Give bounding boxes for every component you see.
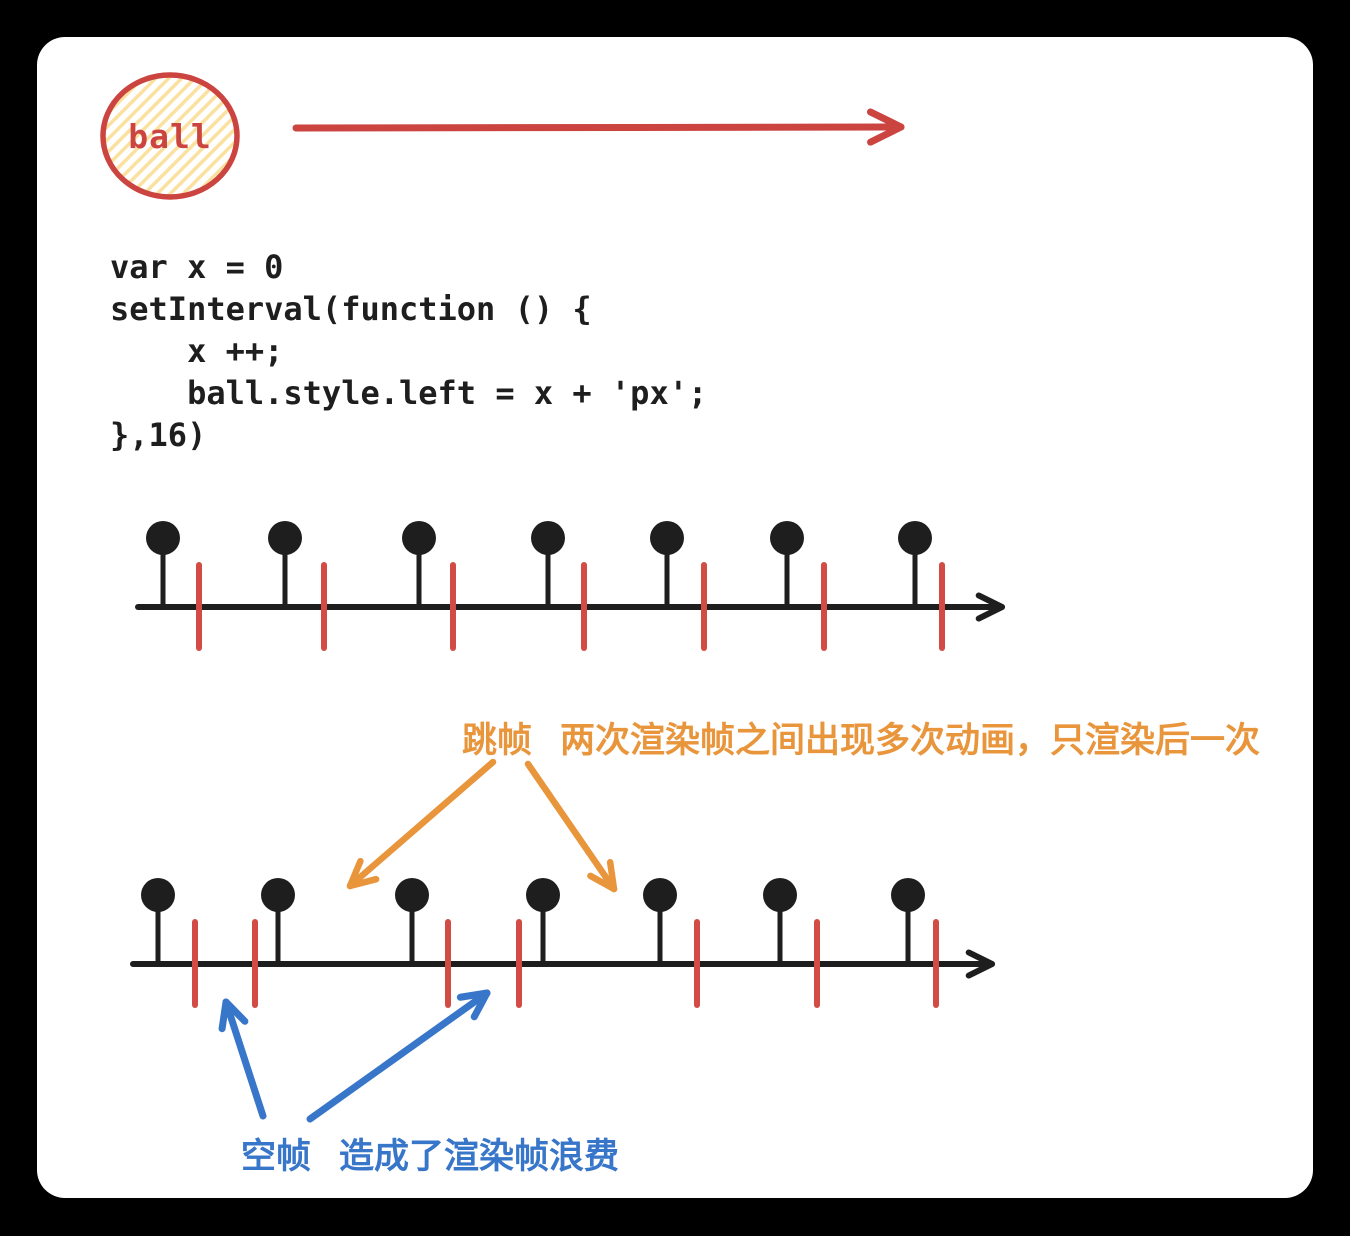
skip-frame-term: 跳帧: [462, 721, 533, 760]
skip-frame-desc: 两次渲染帧之间出现多次动画，只渲染后一次: [560, 721, 1261, 760]
ball-text: ball: [128, 117, 212, 156]
skip-frame-note: 跳帧两次渲染帧之间出现多次动画，只渲染后一次: [462, 712, 1260, 763]
code-snippet: var x = 0 setInterval(function () { x ++…: [110, 248, 708, 454]
empty-frame-term: 空帧: [241, 1137, 312, 1176]
whiteboard-panel: [37, 37, 1313, 1198]
empty-frame-desc: 造成了渲染帧浪费: [339, 1137, 620, 1176]
empty-frame-note: 空帧造成了渲染帧浪费: [241, 1128, 619, 1179]
